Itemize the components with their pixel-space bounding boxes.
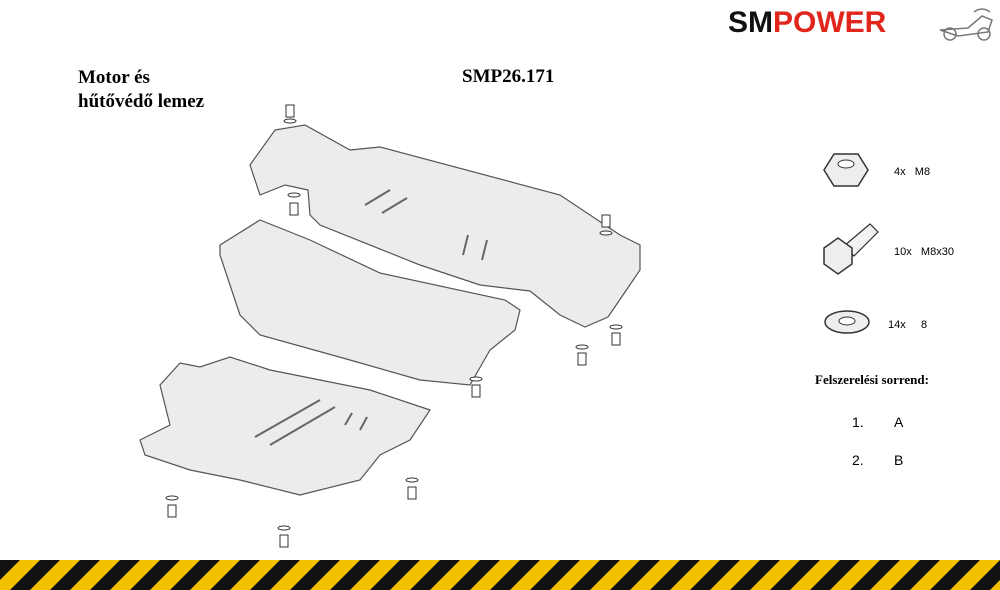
step-number: 2. [852,452,864,468]
step-label: B [894,452,904,468]
page-title: Motor és hűtővédő lemez [78,66,204,114]
skid-plate-drawing [139,104,641,548]
order-step: 2. B [852,452,903,468]
upper-plate [249,124,641,328]
title-line-2: hűtővédő lemez [78,91,205,112]
middle-plate [219,219,521,386]
hex-nut-icon [823,153,869,187]
product-code: SMP26.171 [462,66,555,87]
step-label: A [894,414,904,430]
part-spec: M8 [914,166,931,178]
part-washer: 14x 8 [822,305,982,345]
part-qty: 14x [888,319,906,331]
step-number: 1. [852,414,864,430]
motorcycle-logo-icon [939,8,993,41]
title-line-1: Motor és [78,67,150,88]
washer-icon [824,310,870,334]
order-step: 1. A [852,414,903,430]
brand-logo: SMPOWER [728,6,998,46]
logo-text-sm: SM [728,6,773,39]
part-qty: 4x [894,166,906,178]
part-spec: M8x30 [920,246,954,258]
hazard-stripe [0,560,1000,590]
lower-plate [139,356,431,496]
hex-bolt-icon [823,223,879,275]
part-nut: 4x M8 [822,150,992,200]
logo-text-power: POWER [773,6,887,39]
order-title: Felszerelési sorrend: [815,372,929,387]
part-spec: 8 [921,319,928,331]
part-bolt: 10x M8x30 [818,218,998,288]
part-qty: 10x [894,246,912,258]
